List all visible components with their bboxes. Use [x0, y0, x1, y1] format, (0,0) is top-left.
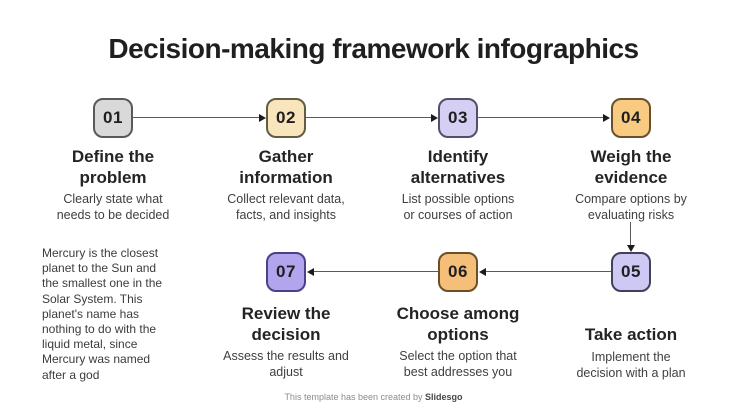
step-7: 07 Review the decision Assess the result…: [198, 252, 374, 380]
step-4-title: Weigh the evidence: [590, 147, 672, 187]
arrowhead-down-icon: [626, 245, 635, 252]
connector-line-5-6: [486, 271, 611, 272]
arrowhead-left-icon: [479, 267, 486, 276]
step-2-number-box: 02: [266, 98, 306, 138]
step-3-number-box: 03: [438, 98, 478, 138]
connector-line-2-3: [306, 117, 432, 118]
step-7-description: Assess the results and adjust: [223, 349, 349, 380]
step-2-number: 02: [276, 108, 296, 127]
step-3-number: 03: [448, 108, 468, 127]
step-2: 02 Gather information Collect relevant d…: [198, 98, 374, 223]
step-6: 06 Choose among options Select the optio…: [370, 252, 546, 380]
connector-line-4-5: [630, 222, 631, 246]
arrowhead-right-icon: [259, 113, 266, 122]
footer-brand: Slidesgo: [425, 392, 463, 402]
step-5-number-box: 05: [611, 252, 651, 292]
step-5-number: 05: [621, 262, 641, 281]
step-7-title: Review the decision: [241, 304, 331, 344]
step-3-description: List possible options or courses of acti…: [401, 192, 515, 223]
arrowhead-left-icon: [307, 267, 314, 276]
footer-credit-text: This template has been created by: [284, 392, 426, 402]
footer-credit: This template has been created by Slides…: [0, 392, 747, 402]
step-1-number-box: 01: [93, 98, 133, 138]
arrowhead-right-icon: [431, 113, 438, 122]
step-5: 05 Take action Implement the decision wi…: [543, 252, 719, 381]
step-5-title: Take action: [584, 325, 678, 344]
mercury-fact-note: Mercury is the closest planet to the Sun…: [42, 246, 163, 382]
step-4-description: Compare options by evaluating risks: [575, 192, 687, 223]
page-title: Decision-making framework infographics: [108, 33, 639, 64]
connector-line-6-7: [314, 271, 439, 272]
step-1-description: Clearly state what needs to be decided: [56, 192, 170, 223]
step-1-number: 01: [103, 108, 123, 127]
step-6-number-box: 06: [438, 252, 478, 292]
step-7-number: 07: [276, 262, 296, 281]
step-1-title: Define the problem: [71, 147, 155, 187]
step-4-number-box: 04: [611, 98, 651, 138]
connector-line-3-4: [478, 117, 604, 118]
step-5-description: Implement the decision with a plan: [576, 349, 686, 380]
arrowhead-right-icon: [603, 113, 610, 122]
step-6-number: 06: [448, 262, 468, 281]
step-3-title: Identify alternatives: [410, 147, 506, 187]
step-1: 01 Define the problem Clearly state what…: [25, 98, 201, 223]
step-6-title: Choose among options: [396, 304, 520, 344]
step-4-number: 04: [621, 108, 641, 127]
step-7-number-box: 07: [266, 252, 306, 292]
step-2-description: Collect relevant data, facts, and insigh…: [227, 192, 345, 223]
step-2-title: Gather information: [239, 147, 333, 187]
step-4: 04 Weigh the evidence Compare options by…: [543, 98, 719, 223]
connector-line-1-2: [133, 117, 260, 118]
step-3: 03 Identify alternatives List possible o…: [370, 98, 546, 223]
step-6-description: Select the option that best addresses yo…: [399, 349, 517, 380]
